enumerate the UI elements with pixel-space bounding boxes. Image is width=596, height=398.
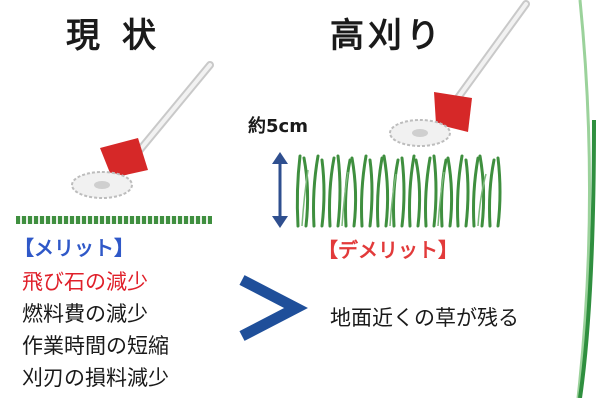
double-arrow-icon <box>272 152 288 228</box>
demerit-title: 【デメリット】 <box>318 238 458 262</box>
merit-item: 作業時間の短縮 <box>22 334 169 358</box>
merit-item: 刈刃の損料減少 <box>22 366 169 390</box>
height-label: 約5cm <box>248 116 308 137</box>
grass-icon <box>295 154 502 228</box>
merit-title: 【メリット】 <box>14 236 134 260</box>
merit-list: 飛び石の減少 燃料費の減少 作業時間の短縮 刈刃の損料減少 <box>22 266 169 394</box>
heading-current: 現状 <box>66 16 178 56</box>
merit-item: 燃料費の減少 <box>22 302 148 326</box>
trimmer-high-icon <box>389 0 530 147</box>
demerit-item: 地面近くの草が残る <box>330 306 519 330</box>
merit-item: 飛び石の減少 <box>22 270 148 294</box>
greater-than-icon <box>239 275 308 341</box>
trimmer-low-icon <box>71 61 214 199</box>
ground-strip <box>16 216 212 224</box>
heading-high-cut: 高刈り <box>330 16 444 56</box>
decorative-curve <box>576 0 596 398</box>
